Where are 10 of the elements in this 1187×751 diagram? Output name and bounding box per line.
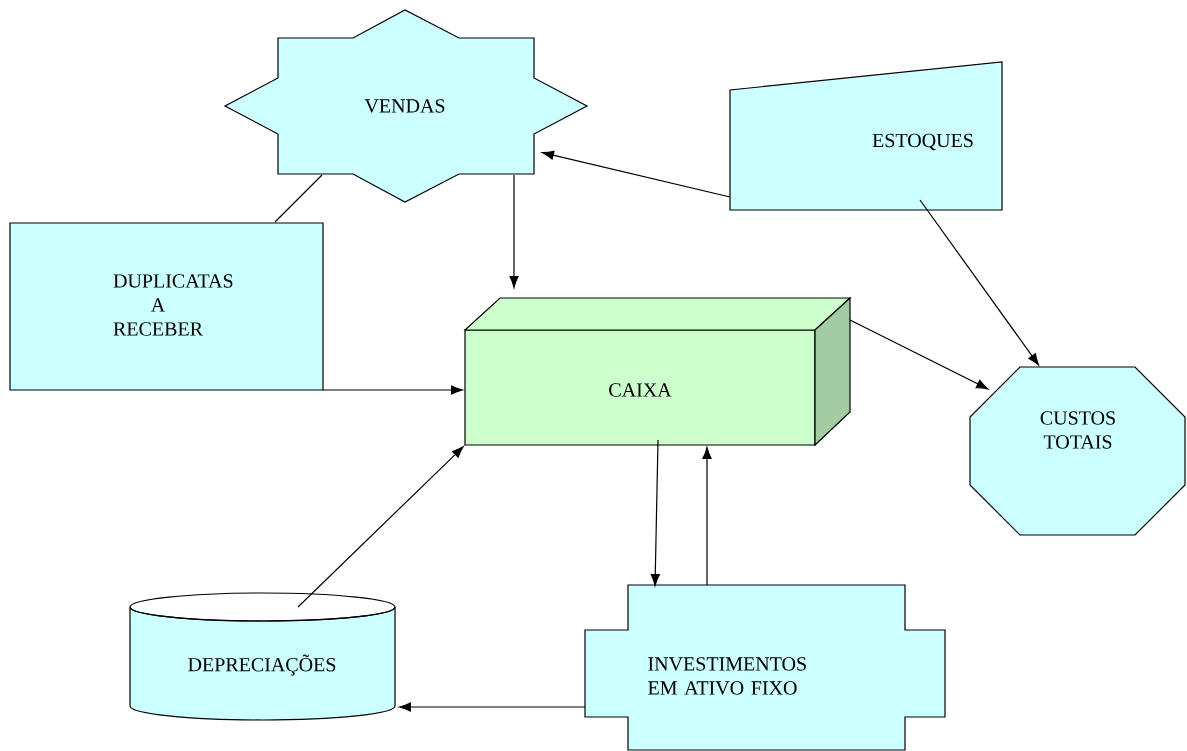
process-box: DUPLICATAS A RECEBER: [9, 222, 324, 391]
arrow: [399, 702, 586, 712]
arrow: [509, 174, 519, 288]
arrow: [702, 447, 712, 586]
arrow: [919, 199, 1040, 366]
arrow: [322, 385, 463, 395]
connector-line: [274, 174, 323, 223]
arrow: [541, 150, 731, 198]
arrow: [650, 439, 660, 586]
arrow: [297, 446, 464, 608]
